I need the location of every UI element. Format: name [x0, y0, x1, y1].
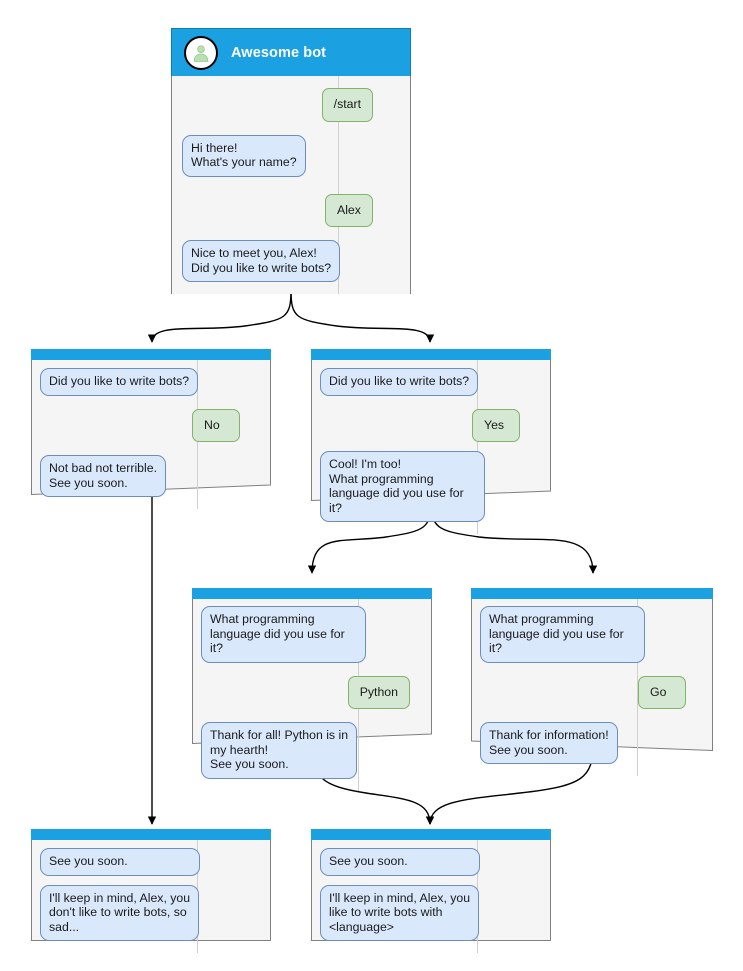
node-end-happy-body: See you soon. I'll keep in mind, Alex, y…	[311, 840, 551, 953]
message-bubble-bot: Thank for information! See you soon.	[480, 722, 618, 764]
node-yes-branch-body: Did you like to write bots? Yes Cool! I'…	[311, 360, 551, 534]
node-root[interactable]: Awesome bot /start Hi there! What's your…	[171, 28, 411, 294]
message-bubble-bot: Cool! I'm too! What programming language…	[320, 451, 485, 522]
node-no-branch-header	[31, 349, 271, 360]
node-python-branch[interactable]: What programming language did you use fo…	[192, 588, 432, 791]
edge-root-to-yes	[290, 289, 435, 343]
node-yes-branch-divider	[477, 360, 478, 534]
node-python-branch-body: What programming language did you use fo…	[192, 599, 432, 791]
message-bubble-user: Yes	[472, 408, 520, 442]
node-end-sad[interactable]: See you soon. I'll keep in mind, Alex, y…	[31, 829, 271, 953]
message-bubble-bot: I'll keep in mind, Alex, you like to wri…	[320, 884, 480, 941]
message-bubble-user: No	[192, 408, 240, 442]
node-end-happy-inner: See you soon. I'll keep in mind, Alex, y…	[311, 829, 551, 953]
node-no-branch-body: Did you like to write bots? No Not bad n…	[31, 360, 271, 509]
message-bubble-bot: Did you like to write bots?	[40, 368, 199, 396]
bot-title: Awesome bot	[231, 44, 327, 61]
message-bubble-bot: Not bad not terrible. See you soon.	[40, 455, 167, 497]
message-bubble-bot: I'll keep in mind, Alex, you don't like …	[40, 884, 200, 941]
edge-root-to-no	[147, 289, 292, 343]
node-yes-branch-header	[311, 349, 551, 360]
node-go-branch-divider	[637, 599, 638, 776]
node-root-header: Awesome bot	[171, 28, 411, 76]
node-root-divider	[338, 76, 339, 294]
node-go-branch-body: What programming language did you use fo…	[471, 599, 713, 776]
node-end-happy-header	[311, 829, 551, 840]
node-no-branch-inner: Did you like to write bots? No Not bad n…	[31, 349, 271, 509]
node-yes-branch[interactable]: Did you like to write bots? Yes Cool! I'…	[311, 349, 551, 534]
node-end-sad-inner: See you soon. I'll keep in mind, Alex, y…	[31, 829, 271, 953]
message-bubble-bot: What programming language did you use fo…	[201, 606, 366, 663]
node-python-branch-header	[192, 588, 432, 599]
message-bubble-bot: What programming language did you use fo…	[480, 606, 645, 663]
message-bubble-bot: Nice to meet you, Alex! Did you like to …	[182, 240, 341, 282]
message-bubble-user: Go	[638, 675, 686, 709]
person-avatar-icon	[184, 35, 218, 70]
message-bubble-user: /start	[321, 88, 373, 122]
node-end-sad-header	[31, 829, 271, 840]
message-bubble-bot: See you soon.	[40, 848, 200, 876]
message-bubble-bot: Did you like to write bots?	[320, 368, 479, 396]
message-bubble-user: Alex	[325, 193, 373, 227]
node-go-branch[interactable]: What programming language did you use fo…	[471, 588, 713, 776]
node-root-inner: Awesome bot /start Hi there! What's your…	[171, 28, 411, 294]
node-go-branch-header	[471, 588, 713, 599]
message-bubble-bot: See you soon.	[320, 848, 480, 876]
node-yes-branch-inner: Did you like to write bots? Yes Cool! I'…	[311, 349, 551, 534]
node-root-body: /start Hi there! What's your name? Alex …	[171, 76, 411, 294]
node-go-branch-inner: What programming language did you use fo…	[471, 588, 713, 776]
node-end-sad-body: See you soon. I'll keep in mind, Alex, y…	[31, 840, 271, 953]
message-bubble-user: Python	[347, 675, 410, 709]
node-no-branch[interactable]: Did you like to write bots? No Not bad n…	[31, 349, 271, 509]
node-python-branch-inner: What programming language did you use fo…	[192, 588, 432, 791]
message-bubble-bot: Thank for all! Python is in my hearth! S…	[201, 722, 358, 779]
node-end-happy[interactable]: See you soon. I'll keep in mind, Alex, y…	[311, 829, 551, 953]
message-bubble-bot: Hi there! What's your name?	[182, 134, 306, 177]
